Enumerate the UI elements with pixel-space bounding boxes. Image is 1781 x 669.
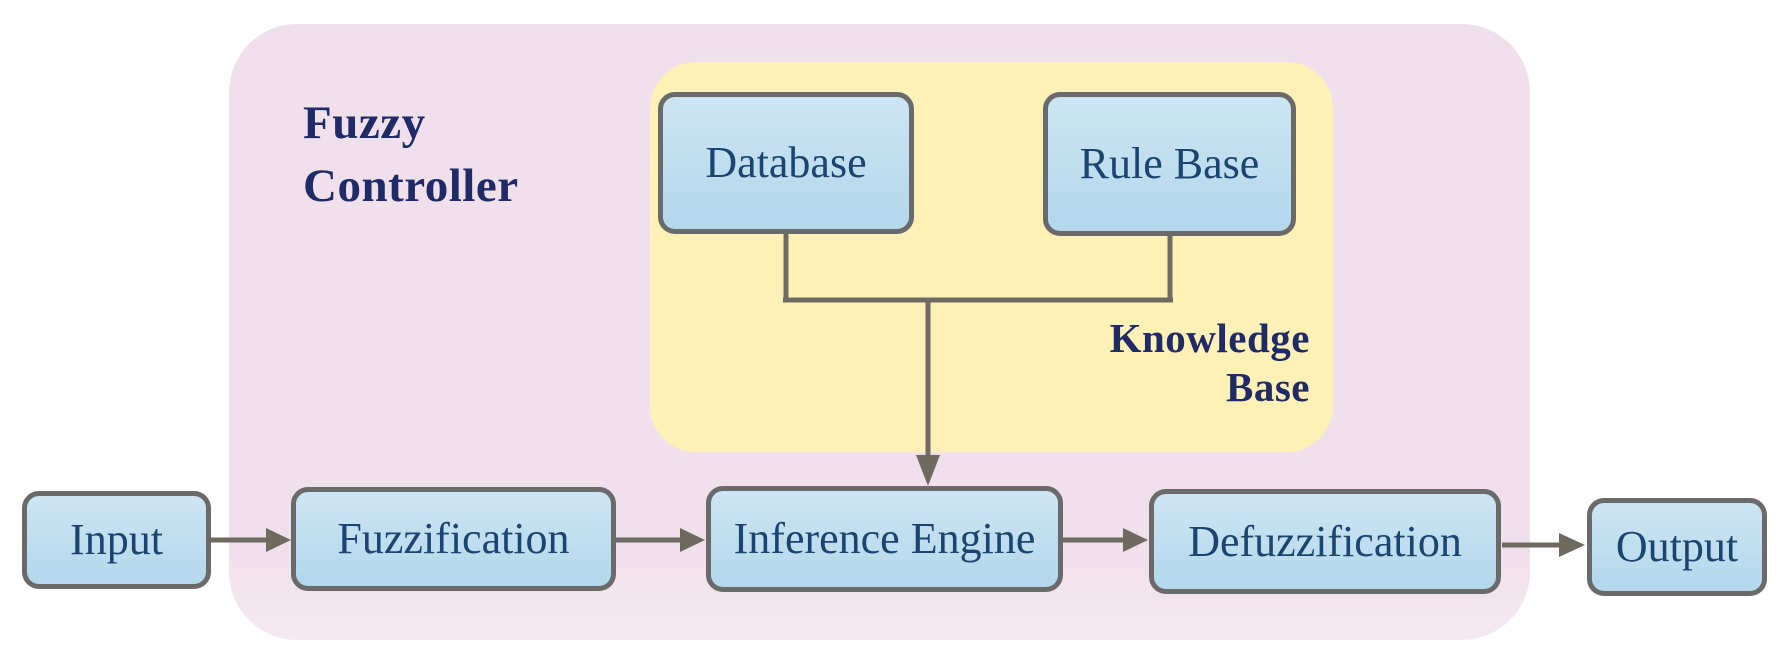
knowledge-base-title: Knowledge Base (1110, 314, 1310, 412)
knowledge-base-title-line1: Knowledge (1109, 315, 1310, 361)
output-node: Output (1587, 498, 1767, 596)
inference-engine-node: Inference Engine (706, 486, 1063, 592)
defuzzification-node: Defuzzification (1149, 489, 1501, 594)
input-node: Input (22, 491, 211, 589)
fuzzy-controller-title-line1: Fuzzy (303, 97, 426, 149)
knowledge-base-title-line2: Base (1226, 364, 1310, 411)
fuzzification-node: Fuzzification (291, 487, 616, 591)
defuzzification-to-output-arrowhead (1559, 533, 1585, 557)
fuzzy-controller-title: Fuzzy Controller (303, 92, 519, 217)
rule-base-node: Rule Base (1043, 92, 1296, 236)
database-node: Database (658, 92, 914, 234)
fuzzy-controller-title-line2: Controller (303, 159, 519, 212)
